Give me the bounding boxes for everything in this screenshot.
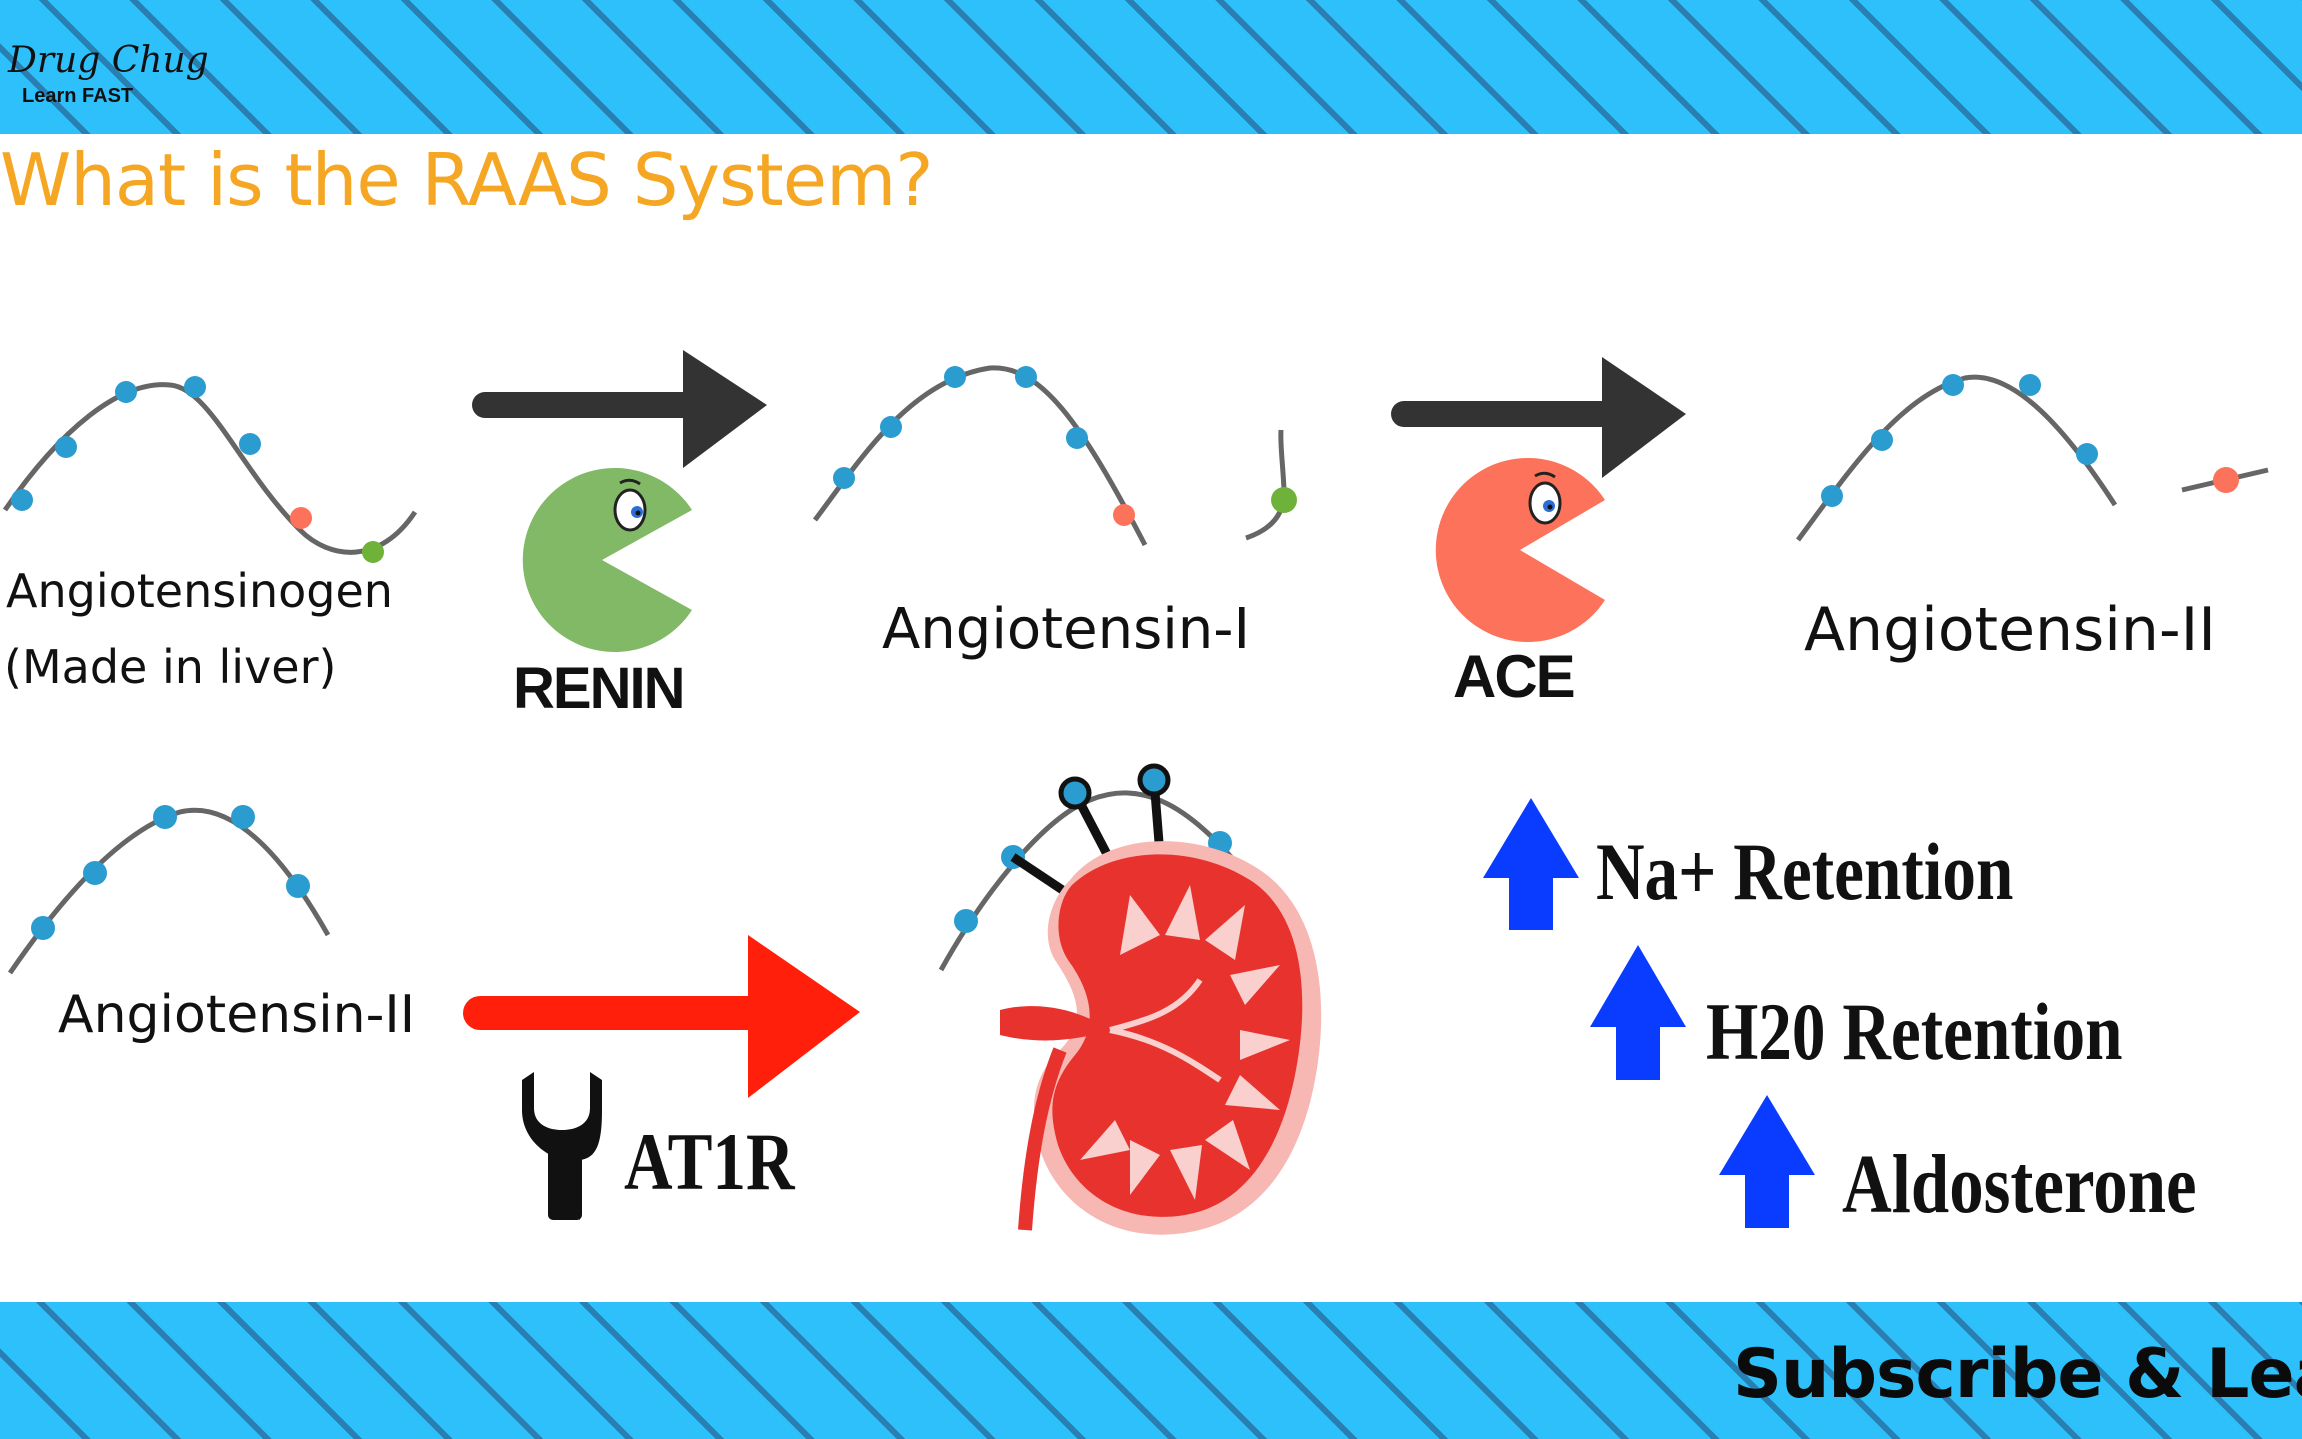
angiotensin-2-label: Angiotensin-II (1804, 595, 2217, 665)
ace-enzyme-icon (1435, 458, 1605, 643)
effect-sodium-retention: Na+ Retention (1596, 826, 2014, 917)
ace-arrow (1391, 357, 1686, 478)
angiotensin-2-chain-bottom (7, 805, 331, 975)
brand-tagline: Learn FAST (22, 85, 134, 107)
amino-acid-dot (184, 376, 206, 398)
angiotensin-2-chain (1795, 374, 2269, 542)
angiotensinogen-label: Angiotensinogen (6, 564, 393, 618)
effect-water-retention: H20 Retention (1706, 986, 2123, 1077)
page-title: What is the RAAS System? (0, 138, 933, 222)
renin-label: RENIN (513, 656, 685, 721)
amino-acid-dot (1015, 366, 1037, 388)
amino-acid-dot (1066, 427, 1088, 449)
amino-acid-dot (1113, 504, 1135, 526)
kidney-icon (938, 763, 1322, 1235)
renin-enzyme-icon (522, 468, 692, 653)
effect-aldosterone: Aldosterone (1842, 1138, 2197, 1231)
amino-acid-dot (11, 489, 33, 511)
up-arrow-icon (1719, 1095, 1815, 1228)
amino-acid-dot (31, 916, 55, 940)
brand-logo: Drug Chug Learn FAST (8, 40, 209, 108)
amino-acid-dot (290, 507, 312, 529)
amino-acid-dot (153, 805, 177, 829)
top-banner (0, 0, 2302, 134)
receptor-icon (522, 1072, 602, 1220)
amino-acid-dot (115, 381, 137, 403)
angiotensin-1-label: Angiotensin-I (882, 597, 1251, 662)
amino-acid-dot (1871, 429, 1893, 451)
amino-acid-dot (231, 805, 255, 829)
receptor-label: AT1R (624, 1116, 795, 1207)
subscribe-banner-text: Subscribe & Lear (1733, 1335, 2302, 1414)
at1r-arrow (463, 935, 860, 1098)
brand-name: Drug Chug (8, 40, 209, 81)
bottom-banner (0, 1302, 2302, 1439)
amino-acid-dot (362, 541, 384, 563)
amino-acid-dot (1942, 374, 1964, 396)
angiotensinogen-chain (2, 376, 418, 563)
amino-acid-dot (833, 467, 855, 489)
amino-acid-dot (1271, 487, 1297, 513)
amino-acid-dot (2213, 467, 2239, 493)
up-arrow-icon (1590, 945, 1686, 1080)
renin-arrow (472, 350, 767, 468)
amino-acid-dot (944, 366, 966, 388)
amino-acid-dot (286, 874, 310, 898)
amino-acid-dot (1821, 485, 1843, 507)
angiotensin-1-chain (812, 365, 1297, 547)
amino-acid-dot (83, 861, 107, 885)
amino-acid-dot (2076, 443, 2098, 465)
up-arrow-icon (1483, 798, 1579, 930)
amino-acid-dot (55, 436, 77, 458)
angiotensinogen-note: (Made in liver) (4, 640, 337, 694)
angiotensin-2-bottom-label: Angiotensin-II (58, 985, 416, 1045)
amino-acid-dot (239, 433, 261, 455)
amino-acid-dot (880, 416, 902, 438)
amino-acid-dot (2019, 374, 2041, 396)
ace-label: ACE (1453, 643, 1576, 710)
